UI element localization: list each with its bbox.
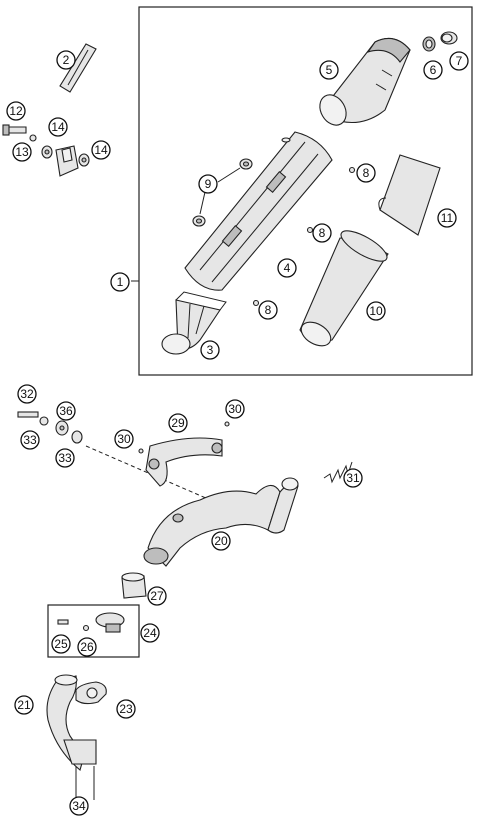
main-exhaust-pipe-part — [143, 477, 299, 567]
callout-8b: 8 — [312, 223, 332, 243]
silencer-core-part — [184, 131, 333, 291]
absorption-wool-part — [299, 230, 389, 347]
callout-36-label: 36 — [59, 404, 73, 418]
callout-30b: 30 — [225, 399, 245, 419]
callout-13: 13 — [12, 142, 32, 162]
link-pipe-part — [145, 437, 223, 487]
callout-30a-label: 30 — [117, 432, 131, 446]
mounting-bracket-group — [2, 124, 90, 177]
header-pipe-part — [46, 674, 97, 771]
callout-2: 2 — [56, 50, 76, 70]
callout-8a: 8 — [356, 163, 376, 183]
callout-23: 23 — [116, 699, 136, 719]
callout-30a: 30 — [114, 429, 134, 449]
callout-14a: 14 — [48, 117, 68, 137]
callout-2-label: 2 — [63, 53, 70, 67]
callout-1-label: 1 — [117, 275, 124, 289]
heat-shield-strip-part — [59, 43, 97, 93]
callout-33a-label: 33 — [23, 433, 37, 447]
clamp-screw-part — [138, 421, 230, 454]
callout-8c: 8 — [258, 300, 278, 320]
callout-25: 25 — [51, 634, 71, 654]
callout-4: 4 — [277, 258, 297, 278]
callout-6: 6 — [423, 60, 443, 80]
end-cap-plug-part — [440, 31, 458, 45]
callout-31-label: 31 — [346, 471, 360, 485]
callout-13-label: 13 — [15, 145, 29, 159]
callout-14b: 14 — [91, 140, 111, 160]
callout-25-label: 25 — [54, 637, 68, 651]
callout-27-label: 27 — [150, 589, 164, 603]
end-cap-insert-part — [422, 36, 436, 52]
callout-31: 31 — [343, 468, 363, 488]
callout-1: 1 — [110, 272, 130, 292]
callout-26-label: 26 — [80, 640, 94, 654]
callout-33b-label: 33 — [58, 451, 72, 465]
screw-part — [252, 166, 356, 307]
callout-11-label: 11 — [441, 211, 454, 225]
callout-10-label: 10 — [369, 304, 383, 318]
exhaust-gasket-part — [75, 681, 107, 705]
silencer-sleeve-part — [378, 154, 441, 236]
callout-9: 9 — [198, 174, 218, 194]
callout-3: 3 — [200, 340, 220, 360]
callout-5: 5 — [319, 60, 339, 80]
callout-23-label: 23 — [119, 702, 133, 716]
callout-7: 7 — [449, 51, 469, 71]
callout-24: 24 — [140, 623, 160, 643]
callout-8b-label: 8 — [319, 226, 326, 240]
inlet-cone-part — [161, 291, 227, 355]
bolt-washer-stack — [17, 411, 83, 444]
callout-14a-label: 14 — [51, 120, 65, 134]
callout-26: 26 — [77, 637, 97, 657]
silencer-assembly-frame — [138, 6, 473, 376]
callout-20: 20 — [211, 531, 231, 551]
callout-33b: 33 — [55, 448, 75, 468]
callout-20-label: 20 — [214, 534, 228, 548]
callout-6-label: 6 — [430, 63, 437, 77]
callout-24-label: 24 — [143, 626, 157, 640]
callout-7-label: 7 — [456, 54, 463, 68]
callout-4-label: 4 — [284, 261, 291, 275]
callout-36: 36 — [56, 401, 76, 421]
callout-8a-label: 8 — [363, 166, 370, 180]
callout-14b-label: 14 — [94, 143, 108, 157]
callout-10: 10 — [366, 301, 386, 321]
callout-34-label: 34 — [72, 799, 86, 813]
callout-5-label: 5 — [326, 63, 333, 77]
pipe-sleeve-part — [121, 572, 147, 599]
callout-11: 11 — [437, 208, 457, 228]
callout-29: 29 — [168, 413, 188, 433]
grommet-part — [192, 158, 253, 227]
callout-21: 21 — [14, 695, 34, 715]
header-bolt-part — [75, 766, 95, 800]
callout-30b-label: 30 — [228, 402, 242, 416]
clamp-assembly-group — [57, 612, 125, 633]
callout-12-label: 12 — [9, 104, 23, 118]
callout-33a: 33 — [20, 430, 40, 450]
callout-27: 27 — [147, 586, 167, 606]
callout-21-label: 21 — [17, 698, 31, 712]
callout-29-label: 29 — [171, 416, 185, 430]
callout-3-label: 3 — [207, 343, 214, 357]
callout-34: 34 — [69, 796, 89, 816]
silencer-end-cap-part — [319, 37, 411, 126]
callout-9-label: 9 — [205, 177, 212, 191]
callout-8c-label: 8 — [265, 303, 272, 317]
clamp-assembly-frame — [47, 604, 140, 658]
callout-12: 12 — [6, 101, 26, 121]
callout-32: 32 — [17, 384, 37, 404]
callout-32-label: 32 — [20, 387, 34, 401]
